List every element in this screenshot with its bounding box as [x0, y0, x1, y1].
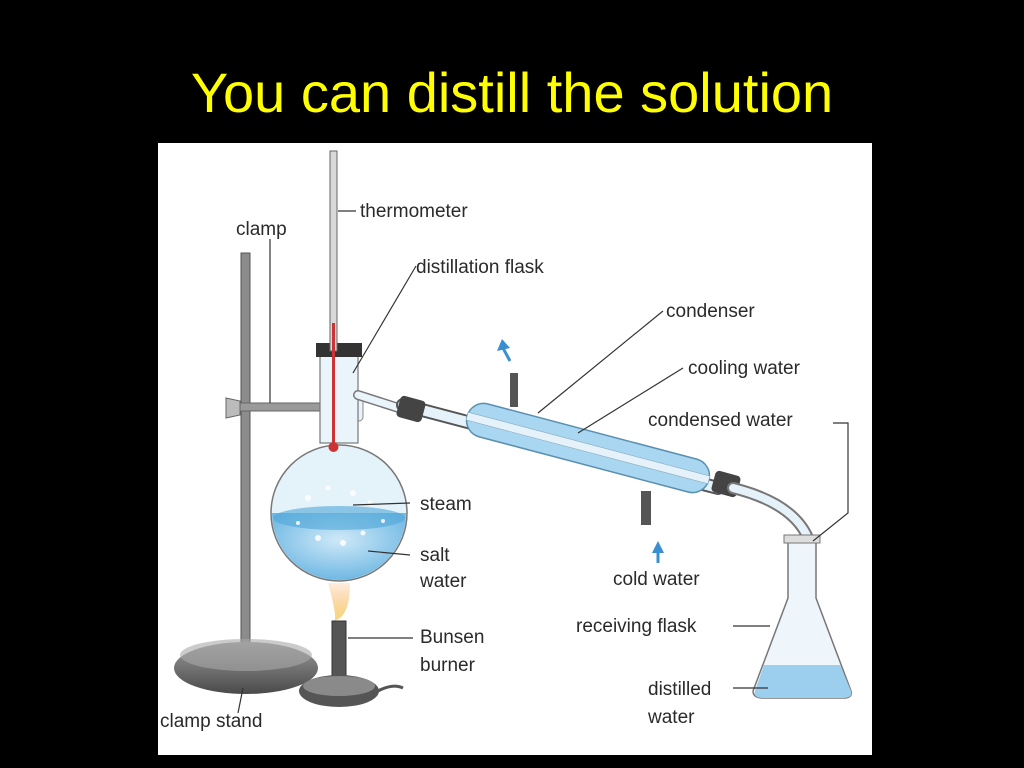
leader-lines: [237, 210, 849, 714]
label-distilled-water: water: [647, 707, 695, 728]
label-bunsen: Bunsen: [420, 627, 484, 648]
slide-title: You can distill the solution: [190, 61, 834, 124]
water-arrow-out-icon: [497, 339, 512, 362]
label-condenser: condenser: [666, 301, 755, 322]
label-condensed-water: condensed water: [648, 410, 793, 431]
label-distilled: distilled: [648, 679, 711, 700]
clamp-stand: [174, 252, 318, 694]
bunsen-burner: [299, 583, 404, 707]
label-distillation-flask: distillation flask: [416, 257, 544, 278]
label-cold-water: cold water: [613, 569, 700, 590]
label-thermometer: thermometer: [360, 201, 468, 222]
receiving-flask: [752, 534, 853, 699]
label-salt-water: water: [419, 571, 467, 592]
label-receiving-flask: receiving flask: [576, 616, 697, 637]
distillation-flask: [270, 343, 413, 582]
condenser: [396, 373, 814, 544]
label-burner: burner: [420, 655, 476, 676]
label-clamp-stand: clamp stand: [160, 711, 262, 732]
distillation-diagram: thermometer clamp distillation flask con…: [158, 143, 872, 755]
label-steam: steam: [420, 494, 472, 515]
thermometer: [328, 150, 339, 452]
label-clamp: clamp: [236, 219, 287, 240]
label-salt: salt: [420, 545, 450, 566]
water-arrow-in-icon: [652, 541, 664, 563]
label-cooling-water: cooling water: [688, 358, 801, 379]
